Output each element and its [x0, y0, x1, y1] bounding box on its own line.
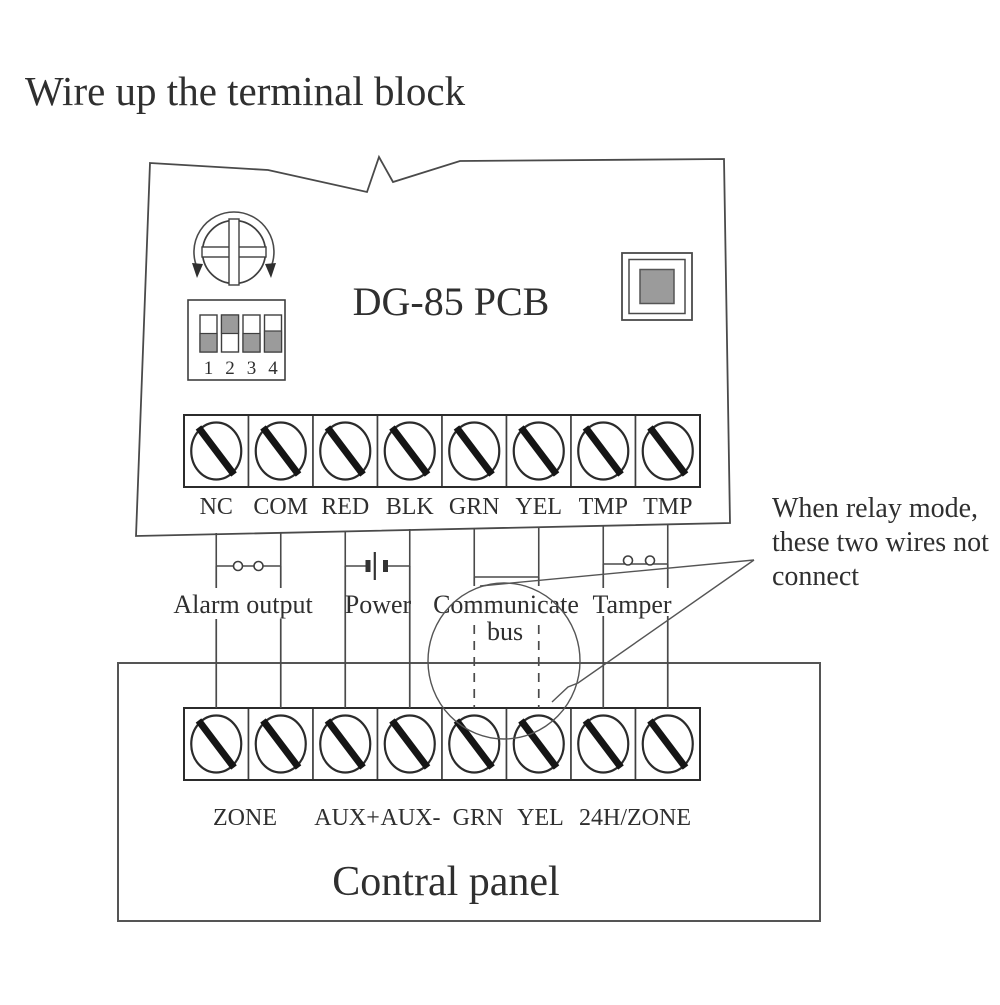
dip-slot-2 [220, 314, 240, 353]
screw-terminal [636, 708, 701, 780]
alarm-output-connector [215, 532, 282, 572]
screw-terminal [442, 708, 507, 780]
note-leader-line-lower [551, 559, 755, 703]
potentiometer [192, 211, 276, 286]
screw-terminal [313, 415, 378, 487]
control-panel-box [117, 662, 821, 922]
tamper-connector [602, 524, 669, 566]
pcb-terminal-label-blk: BLK [386, 494, 435, 520]
screw-terminal [378, 708, 443, 780]
relay-note-line2: these two wires not [772, 527, 989, 558]
communicate-bus-label-line2: bus [487, 617, 523, 646]
note-leader-line-upper [479, 559, 755, 587]
pcb-terminal-label-tmp2: TMP [643, 494, 692, 520]
panel-terminal-label-grn: GRN [453, 805, 504, 831]
screw-terminal [378, 415, 443, 487]
panel-terminal-label-auxp: AUX+ [314, 805, 380, 831]
comm-bus-connector [473, 527, 540, 578]
alarm-output-label: Alarm output [173, 590, 313, 619]
pcb-terminal-strip [184, 415, 700, 487]
pcb-terminal-label-yel: YEL [515, 494, 562, 520]
push-button [621, 252, 693, 321]
dip-number-2: 2 [225, 358, 235, 379]
panel-terminal-strip [184, 708, 700, 780]
pcb-terminal-label-grn: GRN [449, 494, 500, 520]
power-connector [344, 529, 411, 580]
control-panel-title: Contral panel [332, 859, 559, 905]
dip-number-4: 4 [268, 358, 278, 379]
pcb-title: DG-85 PCB [353, 279, 550, 324]
dip-slot-3 [242, 314, 261, 353]
screw-terminal [571, 708, 636, 780]
screw-terminal [507, 708, 572, 780]
rotation-arrowhead-right-icon [265, 263, 276, 278]
pcb-terminal-label-nc: NC [200, 494, 233, 520]
screw-terminal [184, 708, 249, 780]
relay-note-line3: connect [772, 561, 859, 592]
contact-dot-icon [232, 560, 244, 572]
screw-terminal [636, 415, 701, 487]
panel-terminal-label-24h: 24H/ZONE [579, 805, 691, 831]
highlight-ellipse [427, 582, 581, 740]
relay-note-line1: When relay mode, [772, 493, 978, 524]
rotation-arrow-icon [193, 211, 275, 270]
screw-terminal [313, 708, 378, 780]
tamper-label: Tamper [592, 590, 671, 619]
screw-terminal [507, 415, 572, 487]
screw-terminal [249, 415, 314, 487]
dip-number-1: 1 [204, 358, 214, 379]
contact-dot-icon [622, 555, 634, 566]
panel-terminal-label-zone: ZONE [213, 805, 277, 831]
pcb-terminal-label-tmp1: TMP [579, 494, 628, 520]
power-label: Power [345, 590, 412, 619]
pcb-terminal-label-com: COM [253, 494, 308, 520]
panel-terminal-label-auxm: AUX- [381, 805, 441, 831]
rotation-arrowhead-left-icon [192, 263, 203, 278]
contact-dot-icon [644, 555, 656, 566]
screw-terminal [249, 708, 314, 780]
diagram-title: Wire up the terminal block [25, 68, 466, 114]
contact-dot-icon [253, 560, 264, 572]
relay-note: When relay mode, these two wires not con… [772, 493, 989, 592]
dip-number-3: 3 [247, 358, 257, 379]
communicate-bus-label: Communicate [433, 590, 579, 619]
screw-terminal [442, 415, 507, 487]
battery-icon [365, 552, 388, 580]
pcb-terminal-label-red: RED [321, 494, 369, 520]
dip-switch: 1 2 3 4 [187, 299, 286, 381]
panel-terminal-label-yel: YEL [517, 805, 564, 831]
dip-slot-4 [263, 314, 283, 353]
screw-terminal [184, 415, 249, 487]
dip-slot-1 [199, 314, 218, 353]
screw-terminal [571, 415, 636, 487]
